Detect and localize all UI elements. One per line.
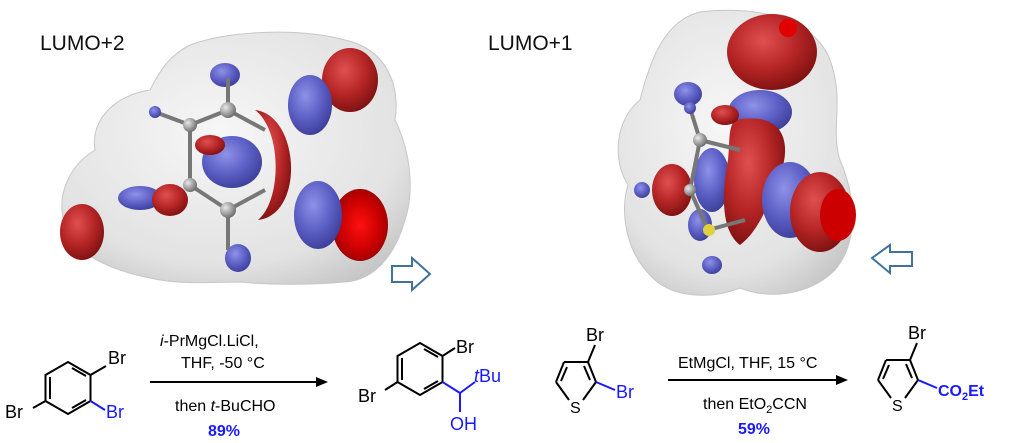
reaction1-starting-material [32,360,107,416]
lumo1-label: LUMO+1 [488,32,573,55]
r2-prod-ester: CO2Et [938,383,985,403]
r1-reaction-arrow [150,377,328,387]
lumo1-orbital-render [617,9,913,296]
r2-reaction-arrow [668,375,848,385]
lumo2-orbital-render [60,31,432,293]
reaction2-product [877,342,938,399]
r2-yield: 59% [738,421,770,438]
r1-yield: 89% [208,423,240,440]
r1-conditions-line2: THF, -50 °C [181,355,265,372]
reaction2-starting-material [555,344,616,401]
r2-prod-s: S [892,398,903,415]
reaction1-product [384,341,476,412]
r1-prod-oh: OH [450,414,477,434]
r2-sm-br-side: Br [616,382,634,402]
r1-prod-tbu: tBu [474,366,501,386]
r1-sm-br-left: Br [5,402,23,422]
r1-sm-br-top: Br [108,348,126,368]
lumo1-outline-arrow [870,243,913,276]
r2-sm-s: S [570,400,581,417]
r2-sm-br-top: Br [586,325,604,345]
lumo2-label: LUMO+2 [40,32,125,55]
lumo2-outline-arrow [391,255,432,293]
r1-conditions-line3: then t-BuCHO [175,398,276,415]
r1-prod-br-top: Br [456,337,474,357]
r2-conditions-line2: then EtO2CCN [703,396,807,416]
r2-prod-br-top: Br [908,323,926,343]
r1-prod-br-left: Br [358,386,376,406]
r1-sm-br-side: Br [106,402,124,422]
r1-conditions-line1: i-PrMgCl.LiCl, [160,333,259,350]
r2-conditions-line1: EtMgCl, THF, 15 °C [678,355,817,372]
